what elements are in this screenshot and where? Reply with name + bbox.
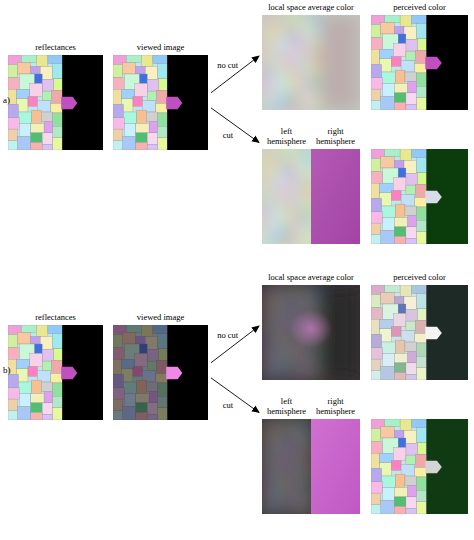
panel-letter: b)	[3, 365, 11, 376]
panel-heading: right hemisphere	[311, 396, 360, 416]
image-area	[262, 15, 360, 110]
image-panel: perceived color	[371, 2, 468, 110]
panel-heading: local space average color	[262, 2, 360, 12]
image-panel: perceived color	[371, 272, 468, 380]
arrow-connector	[211, 56, 259, 93]
panel-heading: reflectances	[8, 312, 103, 322]
image-panel: left hemisphereright hemisphere	[262, 126, 360, 244]
edge-label: no cut	[216, 330, 239, 340]
panel-letter: a)	[3, 95, 10, 106]
panel-heading: right hemisphere	[311, 126, 360, 146]
image-area	[262, 285, 360, 380]
image-area	[371, 15, 468, 110]
image-panel: left hemisphereright hemisphere	[262, 396, 360, 514]
image-panel: viewed image	[113, 312, 208, 420]
panel-heading: left hemisphere	[262, 396, 311, 416]
image-area	[8, 55, 103, 150]
arrow-connector	[211, 108, 259, 143]
panel-heading: reflectances	[8, 42, 103, 52]
image-panel: viewed image	[113, 42, 208, 150]
hemisphere-headings: left hemisphereright hemisphere	[262, 396, 360, 416]
edge-label: cut	[222, 130, 234, 140]
panel-heading: local space average color	[262, 272, 360, 282]
image-panel: reflectances	[8, 312, 103, 420]
edge-label: no cut	[216, 60, 239, 70]
image-area	[371, 285, 468, 380]
image-area	[262, 149, 360, 244]
panel-heading: perceived color	[371, 272, 468, 282]
arrow-connector	[211, 378, 259, 413]
image-panel: local space average color	[262, 272, 360, 380]
image-panel: local space average color	[262, 2, 360, 110]
edge-label: cut	[222, 400, 234, 410]
panel-heading: perceived color	[371, 2, 468, 12]
arrow-connector	[211, 326, 259, 363]
image-area	[113, 325, 208, 420]
image-area	[113, 55, 208, 150]
panel-heading: left hemisphere	[262, 126, 311, 146]
image-area	[8, 325, 103, 420]
image-panel: reflectances	[8, 42, 103, 150]
image-area	[262, 419, 360, 514]
hemisphere-headings: left hemisphereright hemisphere	[262, 126, 360, 146]
panel-heading: viewed image	[113, 312, 208, 322]
panel-heading: viewed image	[113, 42, 208, 52]
